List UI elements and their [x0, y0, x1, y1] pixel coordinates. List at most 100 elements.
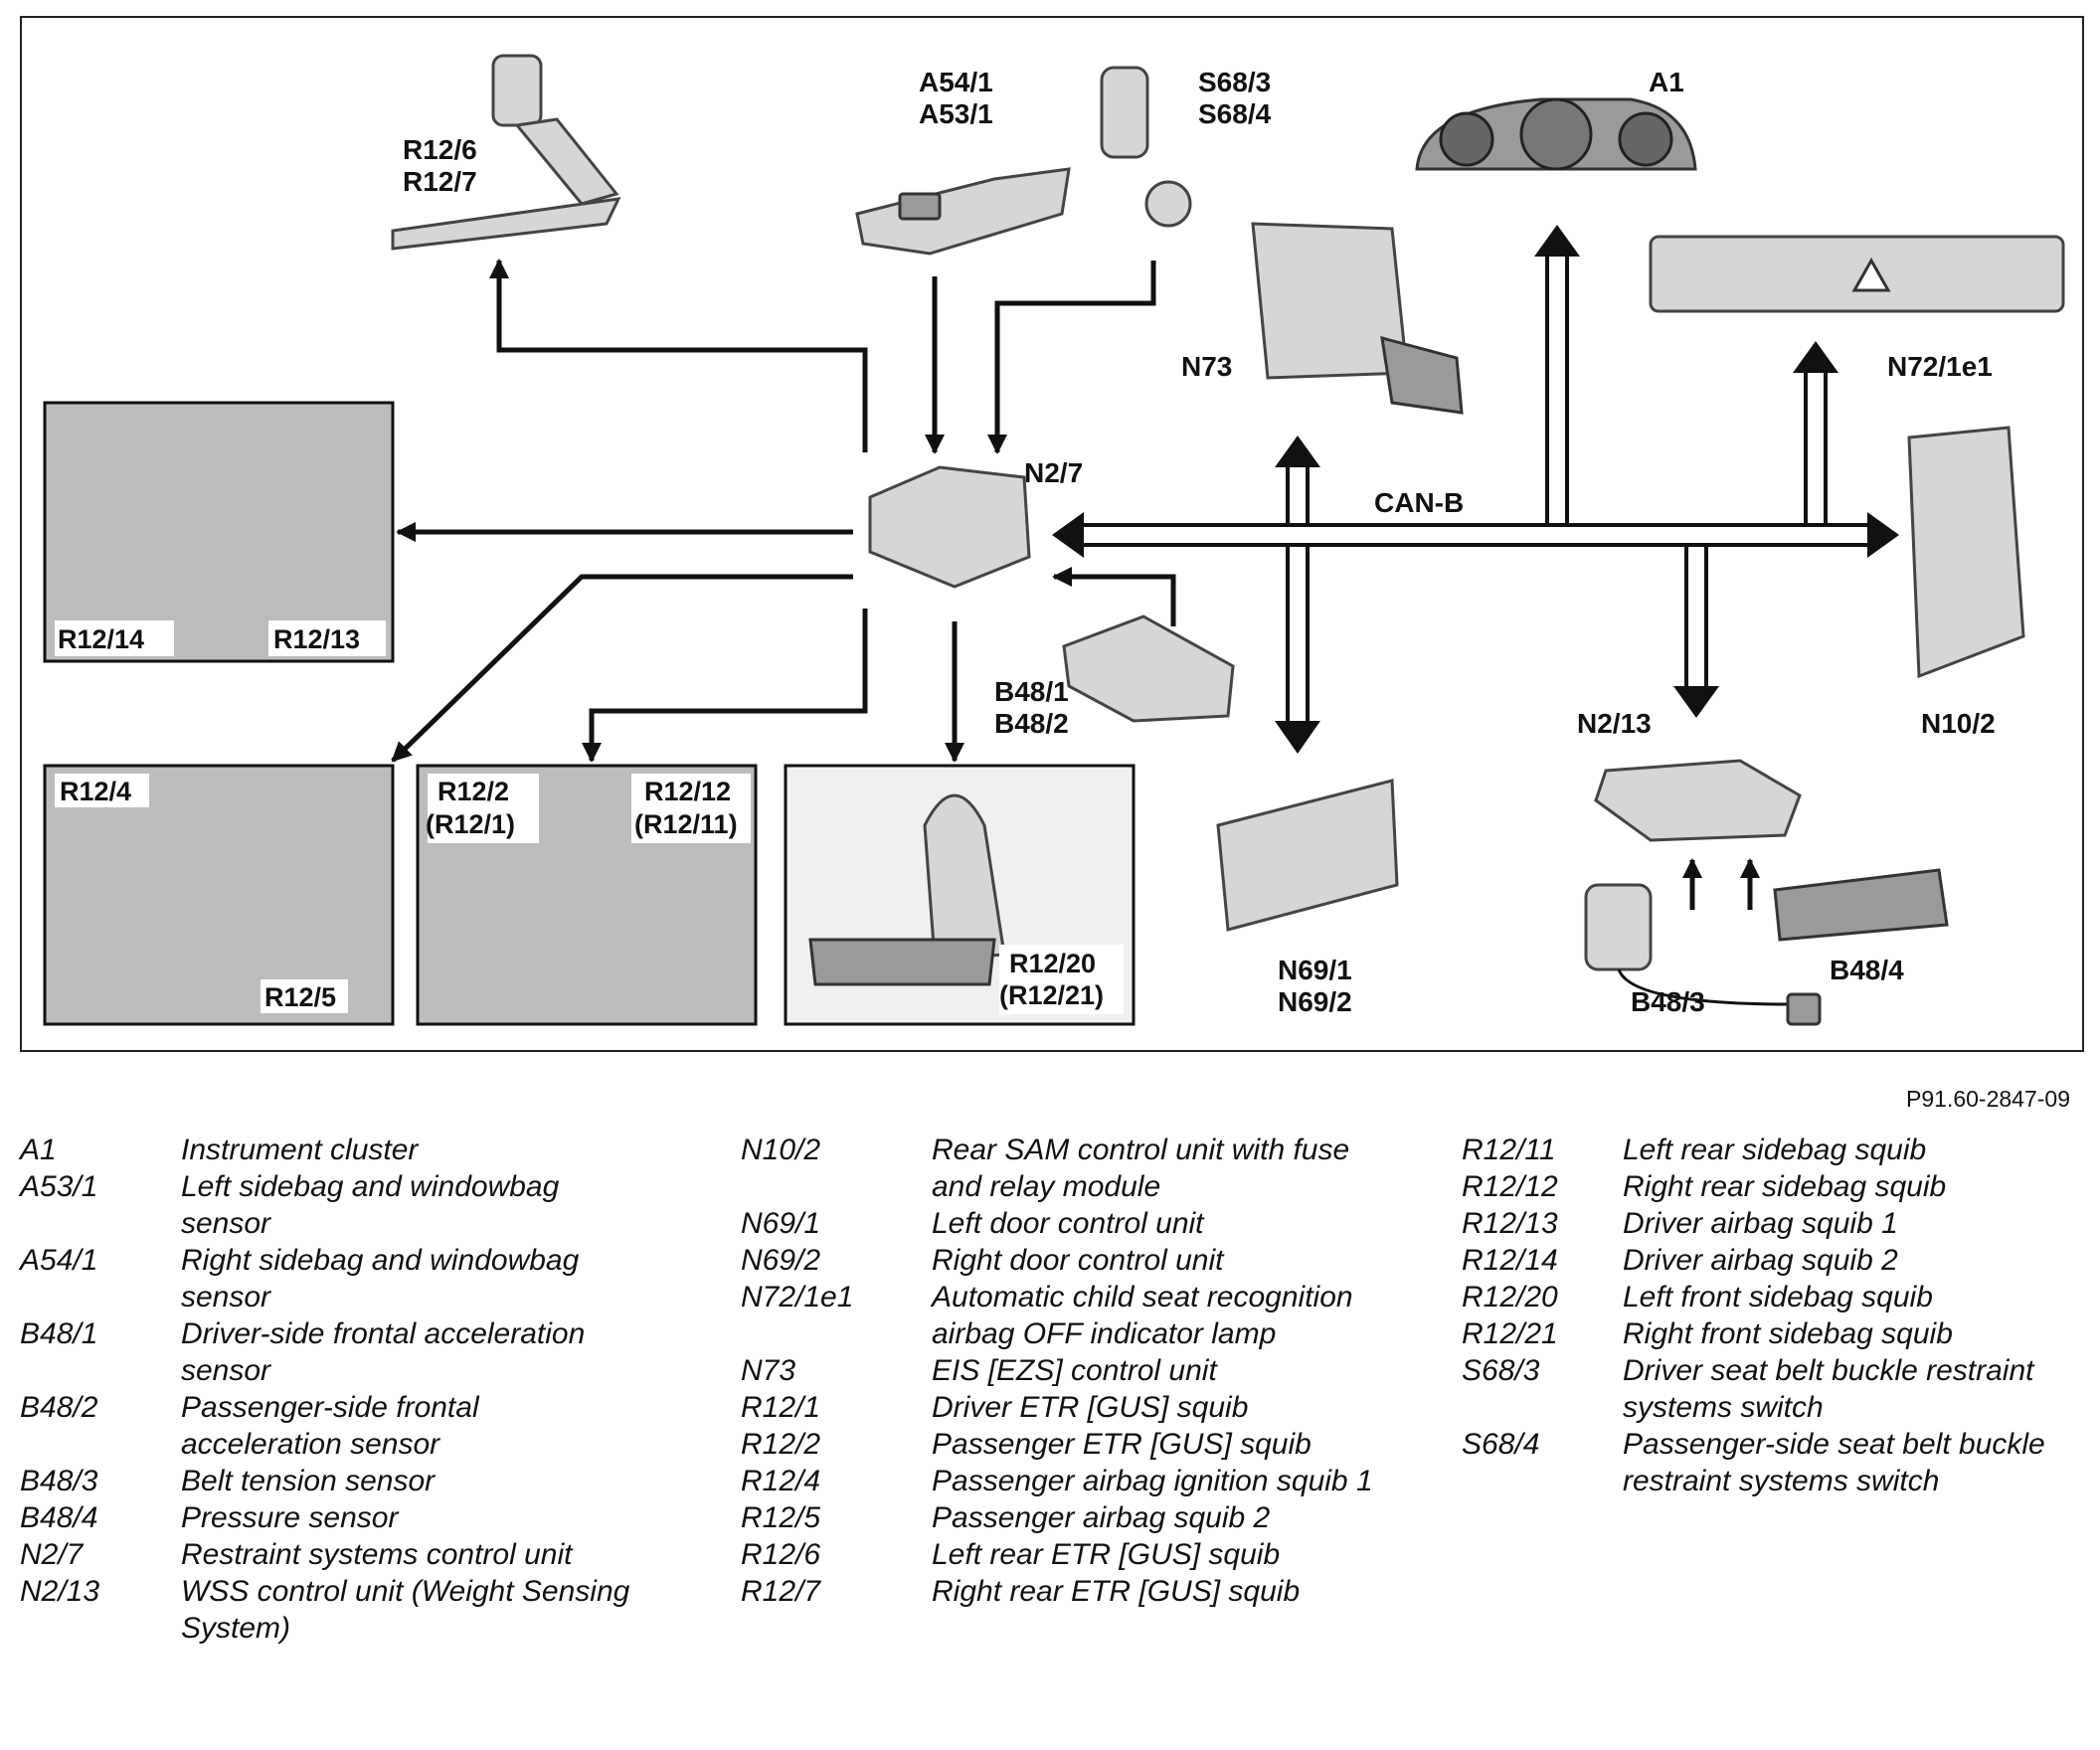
legend-description: Belt tension sensor [181, 1465, 436, 1497]
label-b48-2: B48/2 [994, 708, 1069, 739]
wss-control-unit-n2-13-illustration [1594, 759, 1802, 842]
acceleration-sensor-b48-1-illustration [1062, 614, 1235, 723]
label-r12-6: R12/6 [403, 134, 477, 165]
seat-belt-buckle-s68-3-illustration [1100, 66, 1192, 228]
legend-row: N10/2 Rear SAM control unit with fuse and… [741, 1132, 1377, 1205]
label-n2-13: N2/13 [1577, 708, 1652, 739]
seat-illustration [808, 793, 1006, 986]
legend-description: Passenger ETR [GUS] squib [932, 1428, 1312, 1461]
legend-description: Driver seat belt buckle restraint system… [1623, 1354, 2034, 1424]
label-a53-1: A53/1 [919, 98, 993, 129]
legend-code: S68/3 [1462, 1354, 1540, 1387]
legend-description: Driver airbag squib 2 [1623, 1244, 1898, 1277]
legend-code: R12/2 [741, 1428, 821, 1461]
label-can-b: CAN-B [1374, 487, 1464, 518]
legend-description: Left rear sidebag squib [1623, 1134, 1927, 1166]
legend-description: Left sidebag and windowbag sensor [181, 1170, 560, 1240]
legend-description: Passenger airbag ignition squib 1 [932, 1465, 1373, 1497]
legend-description: WSS control unit (Weight Sensing System) [181, 1575, 630, 1645]
label-n72-1e1: N72/1e1 [1887, 351, 1993, 382]
legend-row: R12/6 Left rear ETR [GUS] squib [741, 1536, 1377, 1573]
label-r12-4: R12/4 [60, 777, 131, 806]
legend-description: Passenger airbag squib 2 [932, 1501, 1271, 1534]
sam-module-n10-2-illustration [1907, 426, 2025, 679]
legend-code: R12/11 [1462, 1134, 1556, 1166]
label-n10-2: N10/2 [1921, 708, 1996, 739]
legend-code: B48/2 [20, 1391, 98, 1424]
legend-description: Driver-side frontal acceleration sensor [181, 1317, 586, 1387]
legend-description: Left door control unit [932, 1207, 1204, 1240]
legend-row: S68/3 Driver seat belt buckle restraint s… [1462, 1352, 2088, 1426]
legend-description: Instrument cluster [181, 1134, 419, 1166]
legend-row: R12/11 Left rear sidebag squib [1462, 1132, 2088, 1168]
label-r12-11-paren: (R12/11) [634, 809, 738, 839]
legend-description: Rear SAM control unit with fuse and rela… [932, 1134, 1350, 1203]
legend-code: A53/1 [20, 1170, 98, 1203]
legend-description: Passenger-side frontal acceleration sens… [181, 1391, 479, 1461]
label-b48-1: B48/1 [994, 676, 1069, 707]
legend-description: Driver ETR [GUS] squib [932, 1391, 1249, 1424]
legend-code: N69/1 [741, 1207, 821, 1240]
label-r12-13: R12/13 [273, 624, 360, 654]
legend-column-2: N10/2 Rear SAM control unit with fuse and… [741, 1132, 1377, 1610]
legend-code: B48/4 [20, 1501, 98, 1534]
legend-description: Left front sidebag squib [1623, 1281, 1933, 1313]
legend-code: B48/3 [20, 1465, 98, 1497]
legend-row: N69/1 Left door control unit [741, 1205, 1377, 1242]
legend-description: Driver airbag squib 1 [1623, 1207, 1898, 1240]
label-r12-21-paren: (R12/21) [999, 980, 1104, 1010]
legend-description: Passenger-side seat belt buckle restrain… [1623, 1428, 2045, 1497]
overhead-panel-n72-1e1-illustration [1649, 235, 2065, 313]
legend-code: N72/1e1 [741, 1281, 854, 1313]
legend-row: B48/2 Passenger-side frontal acceleration… [20, 1389, 636, 1463]
legend-row: A53/1 Left sidebag and windowbag sensor [20, 1168, 636, 1242]
ignition-switch-n73-illustration [1251, 222, 1464, 415]
label-s68-4: S68/4 [1198, 98, 1272, 129]
label-b48-3: B48/3 [1631, 986, 1705, 1017]
legend-code: N10/2 [741, 1134, 821, 1166]
legend-code: R12/4 [741, 1465, 821, 1497]
label-n2-7: N2/7 [1024, 457, 1083, 488]
legend-description: EIS [EZS] control unit [932, 1354, 1217, 1387]
legend-code: A1 [20, 1134, 57, 1166]
label-r12-2: R12/2 [438, 777, 509, 806]
legend-description: Right door control unit [932, 1244, 1224, 1277]
legend-description: Pressure sensor [181, 1501, 399, 1534]
legend-row: R12/4 Passenger airbag ignition squib 1 [741, 1463, 1377, 1499]
door-control-unit-n69-illustration [1216, 779, 1399, 932]
label-r12-7: R12/7 [403, 166, 477, 197]
legend-row: A1 Instrument cluster [20, 1132, 636, 1168]
legend-code: N69/2 [741, 1244, 821, 1277]
legend-code: A54/1 [20, 1244, 98, 1277]
legend-description: Automatic child seat recognition airbag … [932, 1281, 1353, 1350]
legend-description: Left rear ETR [GUS] squib [932, 1538, 1281, 1571]
legend-code: R12/6 [741, 1538, 821, 1571]
control-unit-n2-7-illustration [868, 465, 1031, 589]
sidebag-sensor-a54-1-illustration [855, 167, 1071, 256]
legend-row: N72/1e1 Automatic child seat recognition … [741, 1279, 1377, 1352]
label-a54-1: A54/1 [919, 67, 993, 97]
legend-description: Restraint systems control unit [181, 1538, 573, 1571]
label-b48-4: B48/4 [1830, 955, 1904, 985]
belt-tension-sensor-b48-3-illustration [1584, 883, 1822, 1026]
legend-description: Right front sidebag squib [1623, 1317, 1953, 1350]
legend-code: N2/7 [20, 1538, 84, 1571]
legend-code: R12/5 [741, 1501, 821, 1534]
belt-tensioner-r12-6-illustration [391, 54, 621, 251]
instrument-cluster-a1-illustration [1415, 97, 1697, 171]
can-b-bus [1052, 225, 1899, 754]
label-a1: A1 [1649, 67, 1684, 97]
label-n73: N73 [1181, 351, 1232, 382]
legend-row: B48/3 Belt tension sensor [20, 1463, 636, 1499]
